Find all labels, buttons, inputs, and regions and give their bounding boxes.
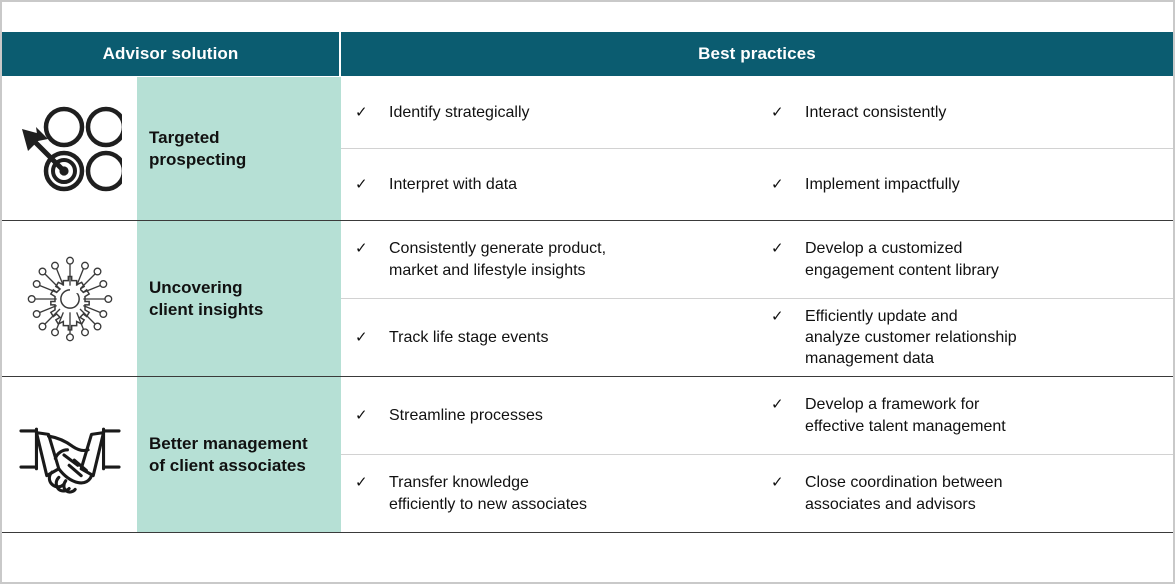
practice-item: ✓ Implement impactfully bbox=[757, 174, 1173, 195]
table-row: Better management of client associates ✓… bbox=[2, 377, 1173, 533]
check-icon: ✓ bbox=[771, 307, 784, 325]
solution-label-cell: Uncovering client insights bbox=[137, 221, 341, 376]
practice-item: ✓ Develop a framework for effective tale… bbox=[757, 394, 1173, 436]
check-icon: ✓ bbox=[771, 474, 784, 492]
practice-item: ✓ Identify strategically bbox=[341, 102, 757, 123]
check-icon: ✓ bbox=[355, 103, 368, 121]
gear-network-insights-icon bbox=[20, 249, 120, 349]
practice-item: ✓ Close coordination between associates … bbox=[757, 472, 1173, 514]
bottom-margin bbox=[2, 533, 1173, 569]
practice-item: ✓ Transfer knowledge efficiently to new … bbox=[341, 472, 757, 514]
handshake-icon bbox=[14, 412, 126, 498]
table-header: Advisor solution Best practices bbox=[2, 32, 1173, 76]
practice-text: Streamline processes bbox=[389, 406, 543, 424]
practice-text: Efficiently update and analyze customer … bbox=[805, 307, 1017, 368]
practice-subrow: ✓ Streamline processes ✓ Develop a frame… bbox=[341, 377, 1173, 455]
icon-cell-better-management bbox=[2, 377, 137, 532]
column-header-advisor-solution: Advisor solution bbox=[2, 32, 341, 76]
practice-text: Consistently generate product, market an… bbox=[389, 240, 607, 279]
check-icon: ✓ bbox=[771, 240, 784, 258]
practice-item: ✓ Interpret with data bbox=[341, 174, 757, 195]
check-icon: ✓ bbox=[355, 240, 368, 258]
check-icon: ✓ bbox=[771, 396, 784, 414]
practices-cell: ✓ Identify strategically ✓ Interact cons… bbox=[341, 77, 1173, 220]
check-icon: ✓ bbox=[355, 474, 368, 492]
practice-text: Interpret with data bbox=[389, 175, 518, 193]
practice-text: Develop a customized engagement content … bbox=[805, 240, 999, 279]
check-icon: ✓ bbox=[355, 175, 368, 193]
solution-label-cell: Targeted prospecting bbox=[137, 77, 341, 220]
practice-text: Implement impactfully bbox=[805, 175, 960, 193]
table-row: Targeted prospecting ✓ Identify strategi… bbox=[2, 77, 1173, 221]
solution-label: Better management of client associates bbox=[149, 433, 308, 475]
practice-item: ✓ Consistently generate product, market … bbox=[341, 238, 757, 280]
practice-item: ✓ Efficiently update and analyze custome… bbox=[757, 306, 1173, 369]
practice-item: ✓ Streamline processes bbox=[341, 405, 757, 426]
top-margin bbox=[2, 2, 1173, 32]
practice-text: Develop a framework for effective talent… bbox=[805, 396, 1006, 435]
practice-subrow: ✓ Consistently generate product, market … bbox=[341, 221, 1173, 299]
practices-cell: ✓ Consistently generate product, market … bbox=[341, 221, 1173, 376]
check-icon: ✓ bbox=[771, 103, 784, 121]
practice-item: ✓ Interact consistently bbox=[757, 102, 1173, 123]
practice-subrow: ✓ Identify strategically ✓ Interact cons… bbox=[341, 77, 1173, 149]
practice-text: Track life stage events bbox=[389, 328, 549, 346]
practice-subrow: ✓ Interpret with data ✓ Implement impact… bbox=[341, 149, 1173, 220]
solution-label: Uncovering client insights bbox=[149, 277, 264, 319]
practice-item: ✓ Develop a customized engagement conten… bbox=[757, 238, 1173, 280]
practice-text: Interact consistently bbox=[805, 103, 947, 121]
solution-label-cell: Better management of client associates bbox=[137, 377, 341, 532]
column-header-best-practices: Best practices bbox=[698, 44, 816, 63]
practice-subrow: ✓ Transfer knowledge efficiently to new … bbox=[341, 455, 1173, 532]
practices-cell: ✓ Streamline processes ✓ Develop a frame… bbox=[341, 377, 1173, 532]
solution-label: Targeted prospecting bbox=[149, 127, 247, 169]
practice-text: Close coordination between associates an… bbox=[805, 474, 1003, 513]
check-icon: ✓ bbox=[355, 328, 368, 346]
table-row: Uncovering client insights ✓ Consistentl… bbox=[2, 221, 1173, 377]
target-prospecting-icon bbox=[18, 101, 122, 197]
practice-subrow: ✓ Track life stage events ✓ Efficiently … bbox=[341, 299, 1173, 376]
icon-cell-uncovering-client-insights bbox=[2, 221, 137, 376]
check-icon: ✓ bbox=[355, 406, 368, 424]
practice-text: Transfer knowledge efficiently to new as… bbox=[389, 474, 588, 513]
check-icon: ✓ bbox=[771, 175, 784, 193]
icon-cell-targeted-prospecting bbox=[2, 77, 137, 220]
practice-text: Identify strategically bbox=[389, 103, 530, 121]
table-body: Targeted prospecting ✓ Identify strategi… bbox=[2, 76, 1173, 533]
practice-item: ✓ Track life stage events bbox=[341, 327, 757, 348]
